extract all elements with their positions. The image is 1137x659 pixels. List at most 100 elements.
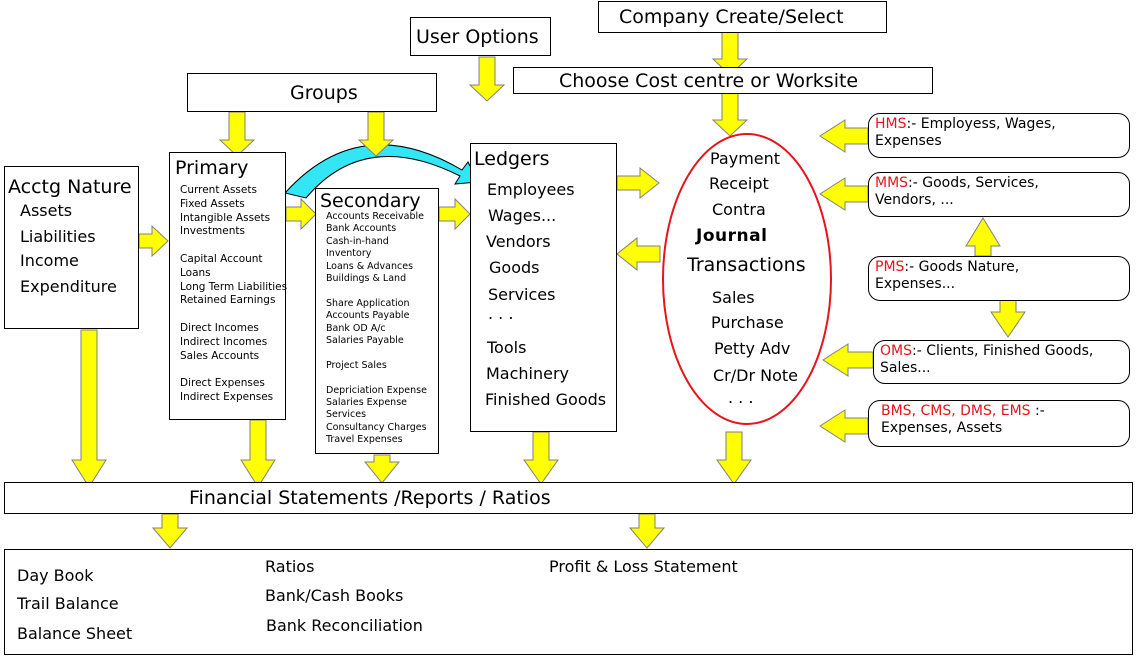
primary-box: Primary Current Assets Fixed Assets Inta… bbox=[169, 152, 287, 420]
report-item: Balance Sheet bbox=[17, 624, 133, 643]
primary-spacer bbox=[180, 363, 287, 377]
cost-centre-label: Choose Cost centre or Worksite bbox=[559, 70, 859, 92]
bms-code: BMS, CMS, DMS, EMS bbox=[881, 403, 1031, 419]
secondary-item: Cash-in-hand bbox=[326, 235, 389, 247]
mms-code: MMS bbox=[875, 175, 909, 191]
pms-text2: Expenses... bbox=[875, 276, 956, 292]
acctg-item: Liabilities bbox=[20, 227, 96, 246]
arrow-useroptions-down bbox=[469, 56, 505, 102]
reports-box: Day Book Trail Balance Balance Sheet Rat… bbox=[4, 549, 1133, 655]
report-item: Bank/Cash Books bbox=[265, 586, 404, 605]
report-item: Profit & Loss Statement bbox=[549, 557, 738, 576]
primary-title: Primary bbox=[175, 157, 249, 179]
ledger-item: Tools bbox=[487, 338, 527, 357]
primary-spacer bbox=[180, 308, 287, 322]
oms-text2: Sales... bbox=[880, 360, 931, 376]
groups-box: Groups bbox=[187, 73, 437, 112]
oms-code: OMS bbox=[880, 343, 912, 359]
report-item: Trail Balance bbox=[17, 594, 119, 613]
secondary-item: Consultancy Charges bbox=[326, 421, 427, 433]
ledger-item: . . . bbox=[488, 304, 514, 323]
ledger-item: Vendors bbox=[486, 232, 551, 251]
groups-label: Groups bbox=[290, 82, 358, 104]
secondary-title: Secondary bbox=[320, 190, 421, 212]
hms-text: :- Employess, Wages, bbox=[906, 116, 1056, 132]
secondary-spacer bbox=[326, 347, 427, 359]
bms-text: :- bbox=[1030, 403, 1045, 419]
arrow-ledgers-transactions bbox=[616, 166, 660, 200]
primary-item: Retained Earnings bbox=[180, 294, 276, 307]
secondary-box: Secondary Accounts Receivable Bank Accou… bbox=[315, 188, 439, 454]
ledger-item: Machinery bbox=[486, 364, 570, 383]
secondary-item: Depriciation Expense bbox=[326, 384, 427, 396]
financial-box: Financial Statements /Reports / Ratios bbox=[4, 482, 1133, 514]
oms-text: :- Clients, Finished Goods, bbox=[912, 343, 1094, 359]
arrow-acctg-primary bbox=[138, 224, 169, 258]
secondary-item: Bank Accounts bbox=[326, 223, 397, 235]
primary-spacer bbox=[180, 239, 287, 253]
arrow-primary-secondary bbox=[285, 197, 317, 231]
primary-item: Loans bbox=[180, 266, 211, 279]
secondary-item: Bank OD A/c bbox=[326, 322, 386, 334]
transaction-item: Purchase bbox=[711, 313, 784, 332]
secondary-item: Salaries Payable bbox=[326, 335, 404, 347]
acctg-item: Income bbox=[20, 251, 79, 270]
transaction-item: Petty Adv bbox=[714, 339, 791, 358]
secondary-list: Accounts Receivable Bank Accounts Cash-i… bbox=[326, 211, 427, 447]
secondary-item: Share Application bbox=[326, 297, 410, 309]
secondary-item: Travel Expenses bbox=[326, 434, 403, 446]
arrow-fin-reports-right bbox=[628, 513, 666, 549]
mms-text2: Vendors, ... bbox=[875, 192, 954, 208]
transaction-item: . . . bbox=[728, 388, 754, 407]
mms-box: MMS:- Goods, Services, Vendors, ... bbox=[868, 172, 1130, 217]
report-item: Day Book bbox=[17, 566, 94, 585]
ledger-item: Services bbox=[488, 285, 556, 304]
financial-title: Financial Statements /Reports / Ratios bbox=[189, 487, 551, 509]
transactions-title: Transactions bbox=[687, 254, 806, 276]
secondary-item: Accounts Payable bbox=[326, 310, 410, 322]
acctg-nature-box: Acctg Nature Assets Liabilities Income E… bbox=[4, 166, 139, 329]
hms-text2: Expenses bbox=[875, 133, 942, 149]
secondary-item: Services bbox=[326, 409, 367, 421]
bms-box: BMS, CMS, DMS, EMS :- Expenses, Assets bbox=[868, 400, 1130, 447]
arrow-primary-down bbox=[240, 419, 276, 488]
primary-list: Current Assets Fixed Assets Intangible A… bbox=[180, 184, 287, 405]
primary-item: Indirect Incomes bbox=[180, 335, 268, 348]
primary-item: Sales Accounts bbox=[180, 349, 260, 362]
primary-item: Current Assets bbox=[180, 184, 257, 196]
company-label: Company Create/Select bbox=[619, 6, 844, 28]
transactions-ellipse bbox=[662, 133, 832, 425]
acctg-item: Assets bbox=[20, 201, 73, 220]
secondary-spacer bbox=[326, 372, 427, 384]
ledger-item: Finished Goods bbox=[485, 390, 607, 409]
primary-item: Indirect Expenses bbox=[180, 390, 274, 403]
arrow-pms-down bbox=[990, 299, 1026, 338]
arrow-pms-up bbox=[965, 217, 1001, 257]
report-item: Bank Reconciliation bbox=[266, 616, 423, 635]
pms-code: PMS bbox=[875, 259, 905, 275]
acctg-nature-title: Acctg Nature bbox=[8, 176, 132, 198]
report-item: Ratios bbox=[265, 557, 315, 576]
arrow-secondary-ledgers bbox=[438, 197, 471, 231]
pms-box: PMS:- Goods Nature, Expenses... bbox=[868, 256, 1130, 301]
arrow-bms-left bbox=[819, 409, 869, 443]
company-box: Company Create/Select bbox=[598, 1, 887, 33]
journal-label: Journal bbox=[696, 226, 768, 246]
acctg-item: Expenditure bbox=[20, 277, 117, 296]
primary-item: Direct Expenses bbox=[180, 377, 265, 390]
user-options-label: User Options bbox=[416, 26, 539, 48]
cost-centre-box: Choose Cost centre or Worksite bbox=[513, 67, 933, 94]
transaction-item: Payment bbox=[710, 149, 781, 168]
user-options-box: User Options bbox=[410, 17, 551, 56]
primary-item: Capital Account bbox=[180, 252, 263, 265]
secondary-item: Project Sales bbox=[326, 359, 387, 371]
primary-item: Long Term Liabilities bbox=[180, 280, 288, 293]
ledger-item: Goods bbox=[489, 258, 540, 277]
ledgers-title: Ledgers bbox=[474, 148, 550, 170]
primary-item: Fixed Assets bbox=[180, 197, 245, 210]
secondary-item: Salaries Expense bbox=[326, 397, 407, 409]
transaction-item: Contra bbox=[712, 200, 766, 219]
primary-item: Intangible Assets bbox=[180, 211, 271, 224]
arrow-oms-left bbox=[822, 343, 874, 377]
